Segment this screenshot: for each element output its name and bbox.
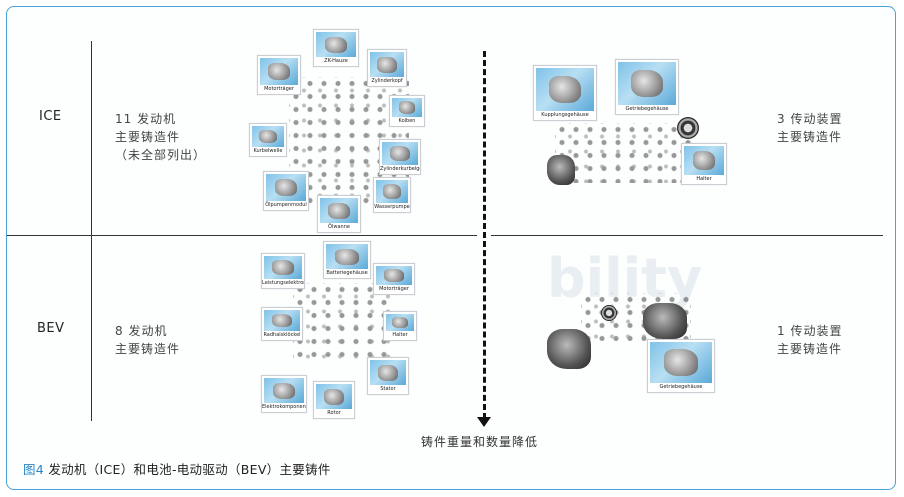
gear-icon — [677, 117, 699, 139]
figure-frame: bility ICE 11 发动机 主要铸造件 （未全部列出） 3 传动装置 主… — [6, 6, 896, 490]
part-card: Zylinderkopf — [367, 49, 407, 87]
gearbox-housing-icon — [643, 303, 687, 339]
axis-caption: 铸件重量和数量降低 — [421, 435, 539, 449]
part-card: Stator — [367, 357, 409, 395]
bev-engine-description: 8 发动机 主要铸造件 — [115, 322, 180, 358]
ice-engine-description: 11 发动机 主要铸造件 （未全部列出） — [115, 110, 206, 164]
part-card: Motorträger — [257, 55, 301, 95]
ice-engine-type: 主要铸造件 — [115, 130, 181, 144]
bev-trans-description: 1 传动装置 主要铸造件 — [777, 322, 842, 358]
figure-number: 图4 — [23, 462, 45, 477]
part-card: Getriebegehäuse — [647, 339, 715, 393]
column-divider — [91, 41, 92, 421]
part-card: Getriebegehäuse — [615, 59, 679, 115]
part-card: Halter — [383, 311, 417, 341]
reduction-arrow-line — [483, 51, 486, 419]
part-card: Ölpumpenmodul — [263, 171, 309, 211]
part-card: Leistungselektronik — [261, 253, 305, 289]
figure-caption: 图4 发动机（ICE）和电池-电动驱动（BEV）主要铸件 — [23, 459, 331, 478]
part-card: Batteriegehäuse — [323, 241, 371, 279]
motor-housing-icon — [547, 329, 591, 369]
transmission-housing-icon — [547, 155, 575, 185]
bev-engine-exploded-view — [293, 283, 393, 363]
arrow-down-icon — [477, 417, 491, 427]
part-card: Elektrokomponenten — [261, 375, 307, 413]
bev-trans-type: 主要铸造件 — [777, 342, 843, 356]
ice-trans-count: 3 传动装置 — [777, 112, 843, 126]
gear-icon — [601, 305, 617, 321]
part-card: Radhalsklöckel — [261, 307, 303, 341]
figure-title: 发动机（ICE）和电池-电动驱动（BEV）主要铸件 — [44, 462, 331, 477]
part-card: Wasserpumpe — [373, 177, 411, 213]
part-card: Kolben — [389, 95, 425, 127]
ice-trans-type: 主要铸造件 — [777, 130, 843, 144]
bev-engine-type: 主要铸造件 — [115, 342, 181, 356]
part-card: Rotor — [313, 381, 355, 419]
part-card: Kupplungsgehäuse — [533, 65, 597, 121]
bev-trans-count: 1 传动装置 — [777, 324, 843, 338]
ice-trans-exploded-view — [555, 123, 695, 183]
row-label-bev: BEV — [37, 321, 65, 336]
part-card: Zylinderkurbelgehäuse — [379, 139, 421, 175]
part-card: Halter — [681, 143, 727, 185]
part-card: ZK-Hauze — [313, 29, 359, 67]
part-card: Ölwanne — [317, 195, 361, 233]
part-card: Kurbelwelle — [249, 123, 287, 157]
row-divider-left — [7, 235, 477, 236]
row-divider-right — [491, 235, 883, 236]
ice-trans-description: 3 传动装置 主要铸造件 — [777, 110, 842, 146]
ice-engine-count: 11 发动机 — [115, 112, 177, 126]
part-card: Motorträger — [373, 263, 415, 295]
ice-engine-note: （未全部列出） — [115, 148, 207, 162]
row-label-ice: ICE — [39, 109, 62, 124]
bev-engine-count: 8 发动机 — [115, 324, 168, 338]
